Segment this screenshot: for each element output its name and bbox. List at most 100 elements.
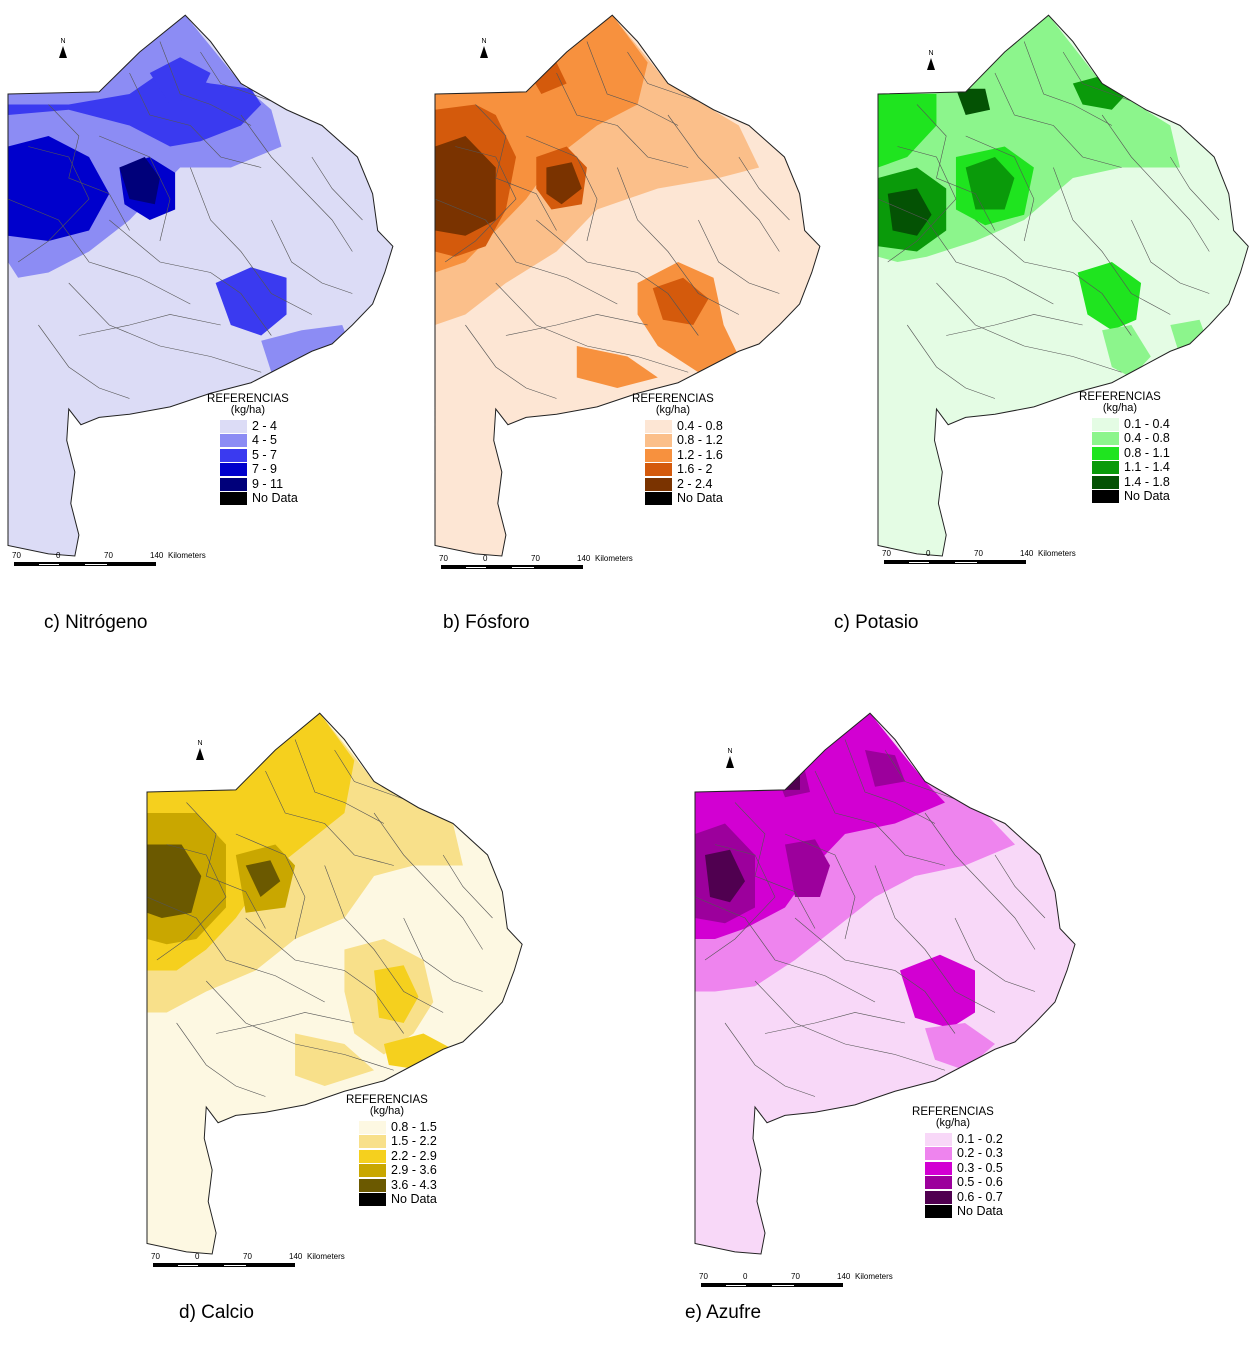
district-boundary [946,314,1083,336]
scale-tick-label: 0 [483,554,488,563]
district-boundary [334,749,414,803]
legend-unit: (kg/ha) [230,404,266,416]
north-arrow-icon: N [924,50,938,70]
legend-label: 1.1 - 1.4 [1124,460,1170,475]
district-boundary [906,324,996,399]
legend-swatch [645,448,672,462]
district-boundary [216,1012,355,1034]
map-class-region [965,157,1015,210]
province-map [7,14,394,557]
scale-unit-label: Kilometers [1038,549,1076,558]
legend-label: 0.6 - 0.7 [957,1189,1003,1204]
north-arrow-icon: N [56,38,70,58]
district-boundary [695,896,876,1003]
district-boundary [245,917,404,1034]
scale-tick-label: 140 [289,1252,303,1261]
map-class-region [785,839,830,897]
scale-tick-label: 70 [531,554,540,563]
map-caption: b) Fósforo [443,612,530,633]
district-boundary [936,282,1122,373]
legend-entry: 2 - 2.4 [645,477,723,492]
legend-entry: 0.8 - 1.2 [645,434,723,449]
district-boundary [704,844,776,961]
legend-swatch [925,1176,952,1190]
district-boundary [1053,167,1171,315]
district-boundary [147,896,325,1003]
scale-segment [14,563,38,566]
map-class-region [435,136,496,236]
legend-swatch [1092,446,1119,460]
map-class-region [1077,262,1142,331]
legend-label: 2.9 - 3.6 [391,1163,437,1178]
district-boundary [916,104,996,231]
district-boundary [627,51,709,105]
district-boundary [475,104,557,231]
legend-title: REFERENCIAS [632,393,714,405]
scale-segment [108,563,156,566]
map-class-region [652,277,709,325]
district-boundary [156,844,227,961]
map-class-region [887,188,932,236]
scale-segment [535,566,583,569]
district-boundary [734,802,816,929]
scale-tick-label: 0 [195,1252,200,1261]
province-map [434,14,821,557]
legend-label: 0.8 - 1.2 [677,433,723,448]
map-class-region [374,965,419,1023]
legend-label: 7 - 9 [252,462,278,477]
district-boundary [1101,114,1210,252]
legend-unit: (kg/ha) [1102,402,1138,414]
district-boundary [235,833,306,940]
district-boundary [294,739,385,824]
legend-entry-no-data: No Data [359,1193,437,1208]
legend-entry: 0.1 - 0.2 [925,1132,1003,1147]
district-boundary [265,770,394,866]
scale-segment [954,561,978,564]
scale-unit-label: Kilometers [855,1272,893,1281]
map-caption: d) Calcio [179,1302,254,1323]
district-boundary [884,749,966,803]
scale-tick-label: 70 [243,1252,252,1261]
district-boundary [698,219,780,294]
legend-label: 0.1 - 0.4 [1124,416,1170,431]
legend-swatch [645,463,672,477]
map-class-region [295,1033,375,1086]
district-boundary [186,802,266,929]
district-boundary [190,167,312,315]
map-class-region [245,860,281,897]
district-boundary [206,980,394,1071]
legend-entry: 1.1 - 1.4 [1092,461,1170,476]
scale-segment [247,1264,295,1267]
legend-label: 0.4 - 0.8 [1124,431,1170,446]
district-boundary [994,854,1046,919]
scale-segment [153,1264,177,1267]
scale-tick-label: 0 [56,551,61,560]
scale-segment [199,1264,223,1267]
district-boundary [965,135,1035,242]
district-boundary [1023,41,1112,126]
legend-title: REFERENCIAS [912,1106,994,1118]
district-boundary [954,917,1036,992]
legend-entry: 1.2 - 1.6 [645,448,723,463]
legend-label: 1.4 - 1.8 [1124,474,1170,489]
district-boundary [526,135,598,242]
legend-entry-no-data: No Data [925,1205,1003,1220]
district-boundary [442,854,493,919]
district-boundary [1131,219,1210,294]
legend-label: 3.6 - 4.3 [391,1177,437,1192]
map-class-region [119,157,160,205]
legend-unit: (kg/ha) [935,1117,971,1129]
legend-swatch [925,1205,952,1219]
legend-entry: 1.5 - 2.2 [359,1135,437,1150]
district-boundary [78,314,221,336]
legend-label: 2 - 4 [252,418,278,433]
district-boundary [159,41,252,126]
district-boundary [764,1012,906,1034]
legend-label: 2.2 - 2.9 [391,1148,437,1163]
district-boundary [887,146,957,263]
legend-swatch [925,1147,952,1161]
scale-tick-label: 70 [104,551,113,560]
